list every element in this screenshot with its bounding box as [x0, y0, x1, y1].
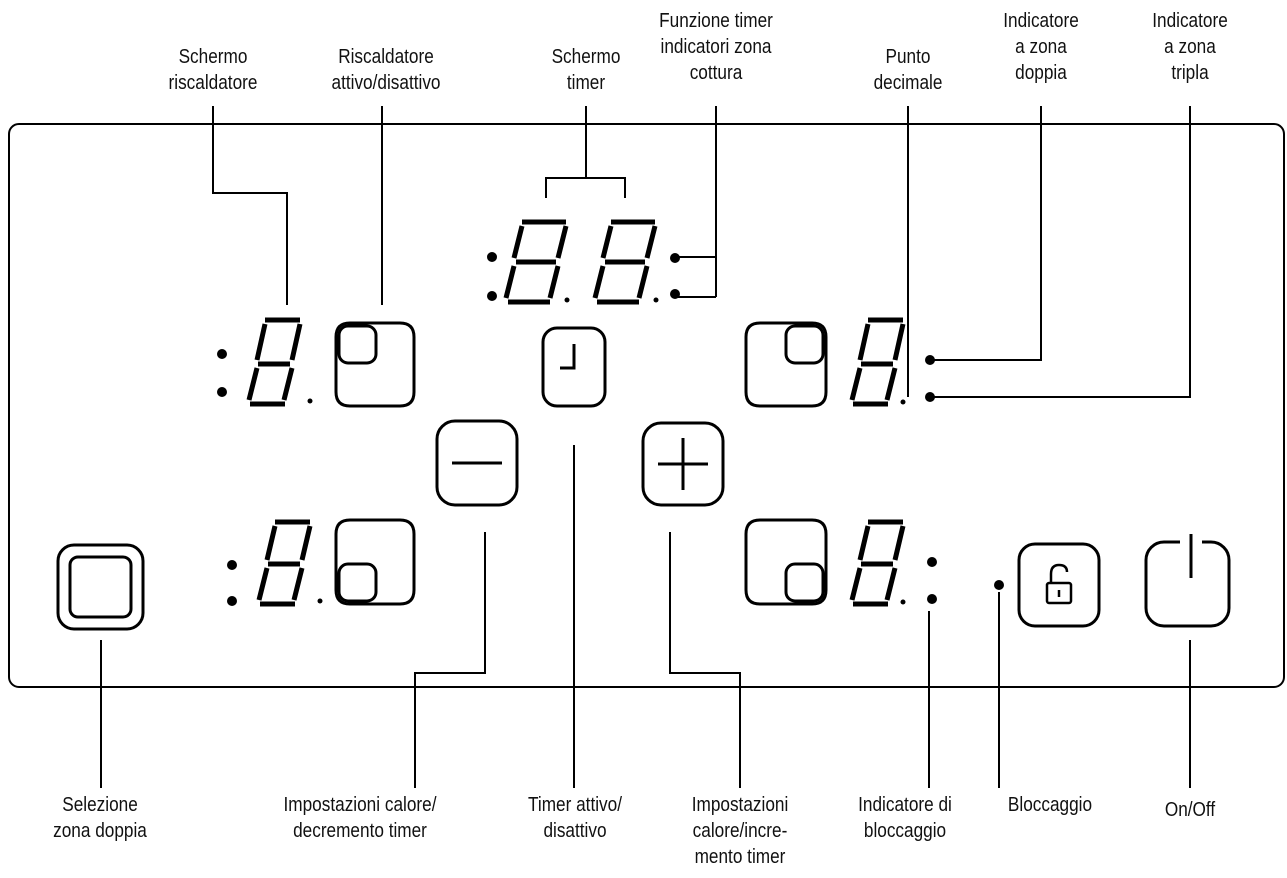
label-impostazioni-decremento: Impostazioni calore/decremento timer	[283, 794, 437, 842]
minus-button[interactable]	[435, 419, 519, 507]
dual-zone-icon[interactable]	[334, 321, 416, 408]
timer-display	[487, 219, 680, 305]
label-timer-attivo: Timer attivo/disattivo	[528, 794, 622, 842]
clock-button[interactable]	[541, 326, 607, 408]
lock-indicator-dot	[994, 580, 1004, 590]
dual-zone-icon-bottom-left[interactable]	[334, 518, 416, 606]
dual-zone-select-button[interactable]	[56, 543, 145, 631]
heater-display-top-right	[849, 317, 935, 407]
label-on-off: On/Off	[1164, 799, 1216, 821]
panel-outline	[8, 123, 1285, 688]
lock-icon	[1045, 581, 1073, 605]
plus-button[interactable]	[641, 421, 725, 507]
dual-zone-icon-bottom-right[interactable]	[744, 518, 828, 606]
lock-button[interactable]	[1017, 542, 1101, 628]
label-bloccaggio: Bloccaggio	[1007, 794, 1093, 816]
dual-zone-icon-right[interactable]	[744, 321, 828, 408]
heater-display-bottom-right	[849, 519, 937, 607]
heater-display-bottom-left	[227, 519, 323, 607]
heater-display-top-left	[217, 317, 313, 407]
power-button[interactable]	[1144, 534, 1231, 628]
leader-lines-bottom	[100, 445, 1191, 788]
leader-lines-top	[212, 106, 1191, 398]
